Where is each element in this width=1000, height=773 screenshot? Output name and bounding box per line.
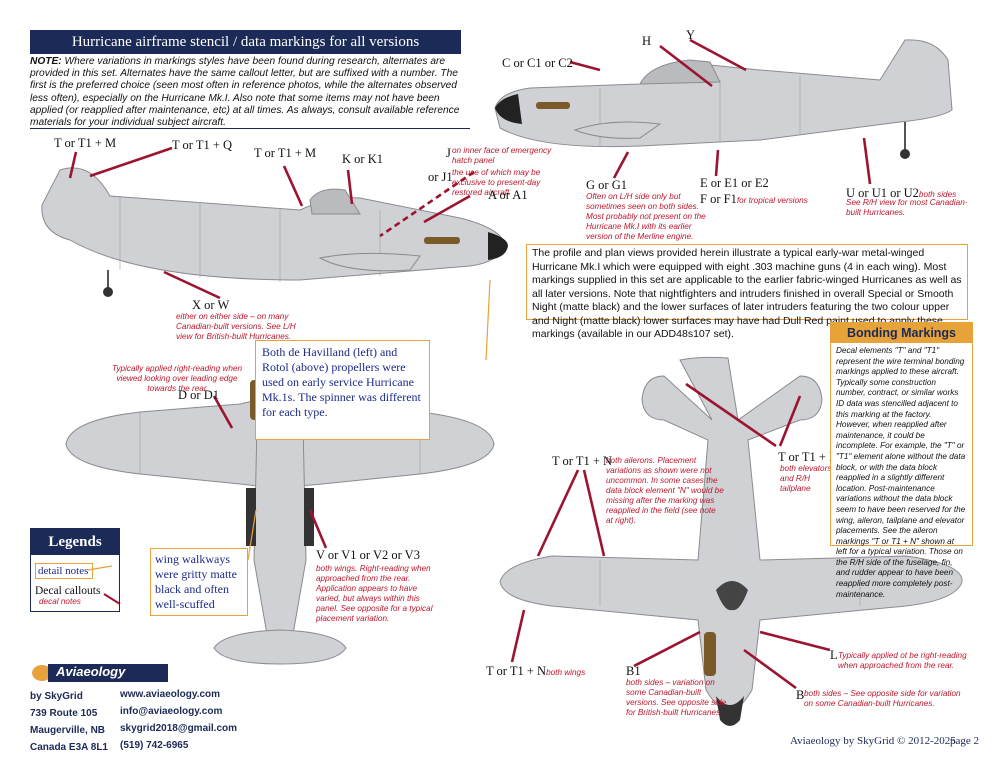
- bonding-text: Decal elements "T" and "T1" represent th…: [836, 346, 966, 599]
- spinner: [495, 94, 522, 124]
- callout-k: K or K1: [342, 152, 383, 166]
- logo-text: Aviaeology: [56, 664, 126, 679]
- footer-addr1: 739 Route 105: [30, 708, 98, 719]
- callout-j-note: on inner face of emergency hatch panel: [452, 146, 552, 165]
- callout-g: G or G1: [586, 178, 627, 192]
- callout-u: U or U1 or U2: [846, 186, 919, 200]
- plan-lower-view: [499, 356, 963, 726]
- callout-b-note: both sides – See opposite side for varia…: [804, 689, 961, 708]
- callout-tn1: T or T1 + N: [552, 454, 613, 468]
- callout-y: Y: [686, 28, 696, 42]
- callout-tr: T or T1 + R: [778, 450, 838, 464]
- callout-b-row: B: [796, 686, 804, 704]
- callout-v-note: both wings. Right-reading when approache…: [316, 564, 433, 623]
- walkway-left: [246, 488, 256, 546]
- logo: Aviaeology: [30, 662, 170, 684]
- spinner: [488, 232, 508, 260]
- callout-b1: B1: [626, 664, 641, 678]
- callout-x-note: either on either side – on many Canadian…: [176, 312, 296, 341]
- tailwheel: [900, 149, 910, 159]
- page-title: Hurricane airframe stencil / data markin…: [30, 30, 461, 54]
- callout-b1-note: both sides – variation on some Canadian-…: [626, 678, 727, 717]
- walkway-leader: [247, 509, 257, 561]
- callout-arrows: [68, 38, 872, 690]
- spinner: [716, 696, 744, 726]
- note-lead: NOTE:: [30, 56, 62, 67]
- radiator-intake: [716, 581, 748, 611]
- legend-decal: Decal callouts: [35, 585, 101, 597]
- profile-right-view: [494, 39, 953, 159]
- callout-j1-note: the use of which may be exclusive to pre…: [452, 168, 541, 197]
- walkway-right: [304, 488, 314, 546]
- callout-e: E or E1 or E2: [700, 176, 769, 190]
- profile-left-view: [41, 167, 508, 297]
- callout-h: H: [642, 34, 652, 48]
- callout-l: L: [830, 648, 838, 662]
- callout-f-note: for tropical versions: [736, 196, 808, 205]
- legend-panel: Legends detail notes Decal callouts deca…: [30, 528, 120, 612]
- logo-mark: [32, 664, 168, 682]
- footer-contact: www.aviaeology.com info@aviaeology.com s…: [120, 686, 237, 754]
- footer-phone: (519) 742-6965: [120, 740, 189, 751]
- prop-note-leader: [485, 279, 491, 361]
- callout-tn2: T or T1 + N: [486, 664, 547, 678]
- callout-tm2: T or T1 + M: [254, 146, 317, 160]
- callout-j1: or J1: [428, 170, 453, 184]
- note-body: Where variations in markings styles have…: [30, 56, 460, 129]
- exhaust: [424, 237, 460, 244]
- exhaust: [536, 102, 570, 109]
- profile-info-box: The profile and plan views provided here…: [526, 244, 968, 340]
- callout-c: C or C1 or C2: [502, 56, 573, 70]
- legend-detail: detail notes: [35, 563, 93, 579]
- callout-d-note: Typically applied right-reading when vie…: [111, 364, 242, 393]
- legend-decal-note: decal notes: [39, 597, 81, 606]
- tailwheel: [103, 287, 113, 297]
- callout-u-note2: See R/H view for most Canadian-built Hur…: [846, 198, 968, 217]
- callout-f: F or F1: [700, 192, 737, 206]
- callout-tn1-note: both ailerons. Placement variations as s…: [606, 456, 724, 525]
- callout-tn2-row: T or T1 + Nboth wings: [486, 662, 585, 680]
- footer-addr2: Maugerville, NB: [30, 725, 106, 736]
- canopy: [639, 59, 721, 85]
- bonding-markings-panel: Bonding Markings Decal elements "T" and …: [830, 322, 973, 599]
- propeller-note: Both de Havilland (left) and Rotol (abov…: [255, 340, 430, 440]
- footer-web[interactable]: www.aviaeology.com: [120, 689, 221, 700]
- legend-title: Legends: [31, 529, 119, 555]
- callout-a: A or A1: [488, 188, 528, 202]
- callout-j-row: J: [446, 144, 451, 162]
- callout-tm1: T or T1 + M: [54, 136, 117, 150]
- callout-b: B: [796, 688, 805, 702]
- canopy: [309, 188, 361, 215]
- footer-addr3: Canada E3A 8L1: [30, 742, 108, 753]
- callout-u-note1: both sides: [918, 190, 957, 199]
- x-arrow: [163, 270, 221, 300]
- callout-u-row: U or U1 or U2both sides: [846, 184, 956, 202]
- callout-tn2-note: both wings: [546, 668, 586, 677]
- callout-tr-note: both elevators and R/H tailplane: [780, 464, 832, 493]
- bonding-title: Bonding Markings: [831, 323, 972, 343]
- callout-g-note: Often on L/H side only but sometimes see…: [586, 192, 706, 241]
- footer-by: by SkyGrid: [30, 691, 83, 702]
- prop-blade: [704, 632, 716, 676]
- callout-d: D or D1: [178, 388, 219, 402]
- footer-address: by SkyGrid 739 Route 105 Maugerville, NB…: [30, 688, 108, 756]
- callout-tq: T or T1 + Q: [172, 138, 233, 152]
- intro-note: NOTE: Where variations in markings style…: [30, 56, 466, 129]
- walkway-note: wing walkways were gritty matte black an…: [150, 548, 248, 616]
- footer-email1[interactable]: info@aviaeology.com: [120, 706, 223, 717]
- j-dashed-arrow: [379, 170, 475, 238]
- footer-email2[interactable]: skygrid2018@gmail.com: [120, 723, 238, 734]
- callout-j: J: [446, 146, 451, 160]
- callout-f-row: F or F1for tropical versions: [700, 190, 808, 208]
- footer-copyright: Aviaeology by SkyGrid © 2012-2025: [790, 735, 956, 747]
- callout-j1-row: or J1: [428, 168, 453, 186]
- callout-v: V or V1 or V2 or V3: [316, 548, 420, 562]
- page-number: page 2: [950, 735, 980, 747]
- callout-l-note: Typically applied ot be right-reading wh…: [838, 651, 967, 670]
- divider: [30, 128, 470, 129]
- callout-x: X or W: [192, 298, 230, 312]
